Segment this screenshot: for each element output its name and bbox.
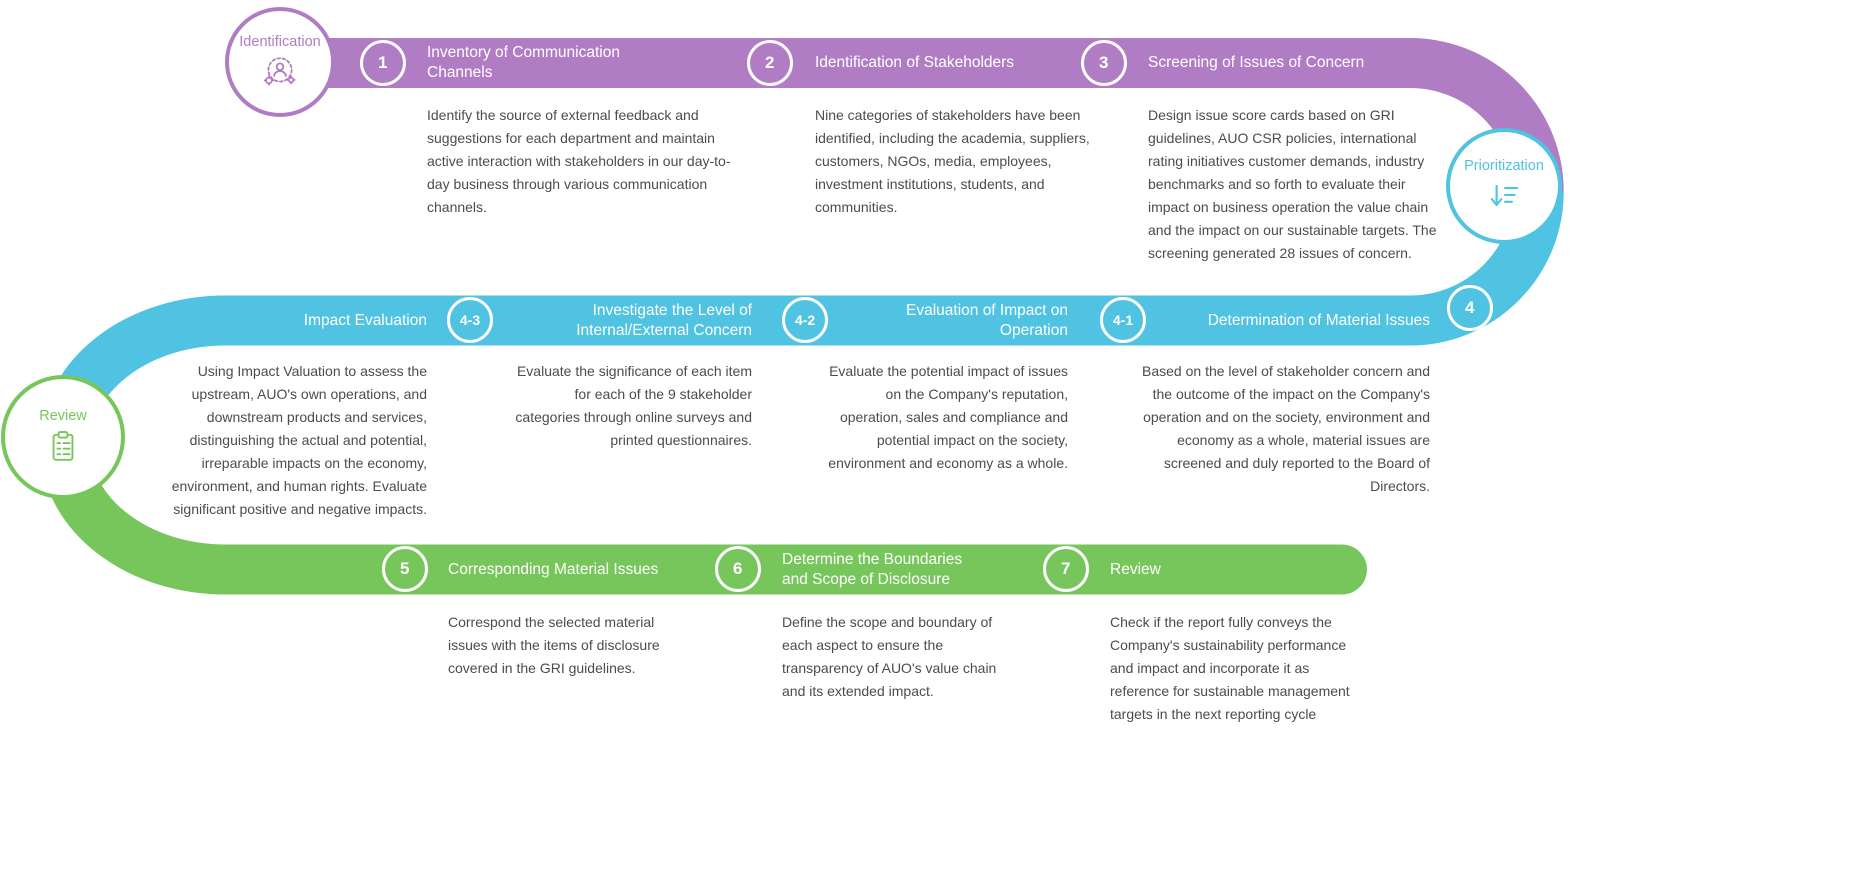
step-4-1-badge: 4-1 xyxy=(1100,297,1146,343)
phase-prioritization: Prioritization xyxy=(1446,128,1562,244)
step-1-description: Identify the source of external feedback… xyxy=(427,107,731,215)
user-gear-icon xyxy=(263,56,296,86)
step-4-title: Determination of Material Issues xyxy=(1207,312,1430,330)
step-7-title: Review xyxy=(1110,561,1161,579)
step-6-title: Determine the Boundaries and Scope of Di… xyxy=(782,551,963,588)
step-4-badge: 4 xyxy=(1447,285,1493,331)
phase-prioritization-label: Prioritization xyxy=(1464,157,1544,174)
step-4-3-description: Using Impact Valuation to assess the ups… xyxy=(171,363,427,517)
clipboard-checklist-icon xyxy=(52,430,74,461)
step-7-description: Check if the report fully conveys the Co… xyxy=(1110,614,1350,722)
step-6-badge: 6 xyxy=(715,546,761,592)
step-3-title: Screening of Issues of Concern xyxy=(1148,54,1365,72)
phase-review-label: Review xyxy=(39,407,87,424)
step-5-title: Corresponding Material Issues xyxy=(448,561,659,579)
step-4-1-description: Evaluate the potential impact of issues … xyxy=(828,363,1068,471)
step-4-2-title: Investigate the Level of Internal/Extern… xyxy=(576,302,752,339)
step-4-description: Based on the level of stakeholder concer… xyxy=(1142,363,1430,494)
step-4-3-title: Impact Evaluation xyxy=(303,312,427,330)
step-1-title: Inventory of Communication Channels xyxy=(427,44,620,81)
step-5-description: Correspond the selected material issues … xyxy=(448,614,660,676)
step-2-description: Nine categories of stakeholders have bee… xyxy=(815,107,1090,215)
step-2-badge: 2 xyxy=(747,40,793,86)
step-3-description: Design issue score cards based on GRI gu… xyxy=(1148,107,1437,261)
step-7-badge: 7 xyxy=(1043,546,1089,592)
step-6-description: Define the scope and boundary of each as… xyxy=(782,614,997,699)
phase-identification-label: Identification xyxy=(239,33,321,50)
phase-review: Review xyxy=(1,375,125,499)
step-2-title: Identification of Stakeholders xyxy=(815,54,1015,72)
sort-descending-icon xyxy=(1490,184,1519,206)
step-4-2-description: Evaluate the significance of each item f… xyxy=(515,363,752,448)
phase-identification: Identification xyxy=(225,7,335,117)
step-5-badge: 5 xyxy=(382,546,428,592)
step-4-3-badge: 4-3 xyxy=(447,297,493,343)
step-4-1-title: Evaluation of Impact on Operation xyxy=(906,302,1068,339)
step-4-2-badge: 4-2 xyxy=(782,297,828,343)
step-1-badge: 1 xyxy=(360,40,406,86)
step-3-badge: 3 xyxy=(1081,40,1127,86)
